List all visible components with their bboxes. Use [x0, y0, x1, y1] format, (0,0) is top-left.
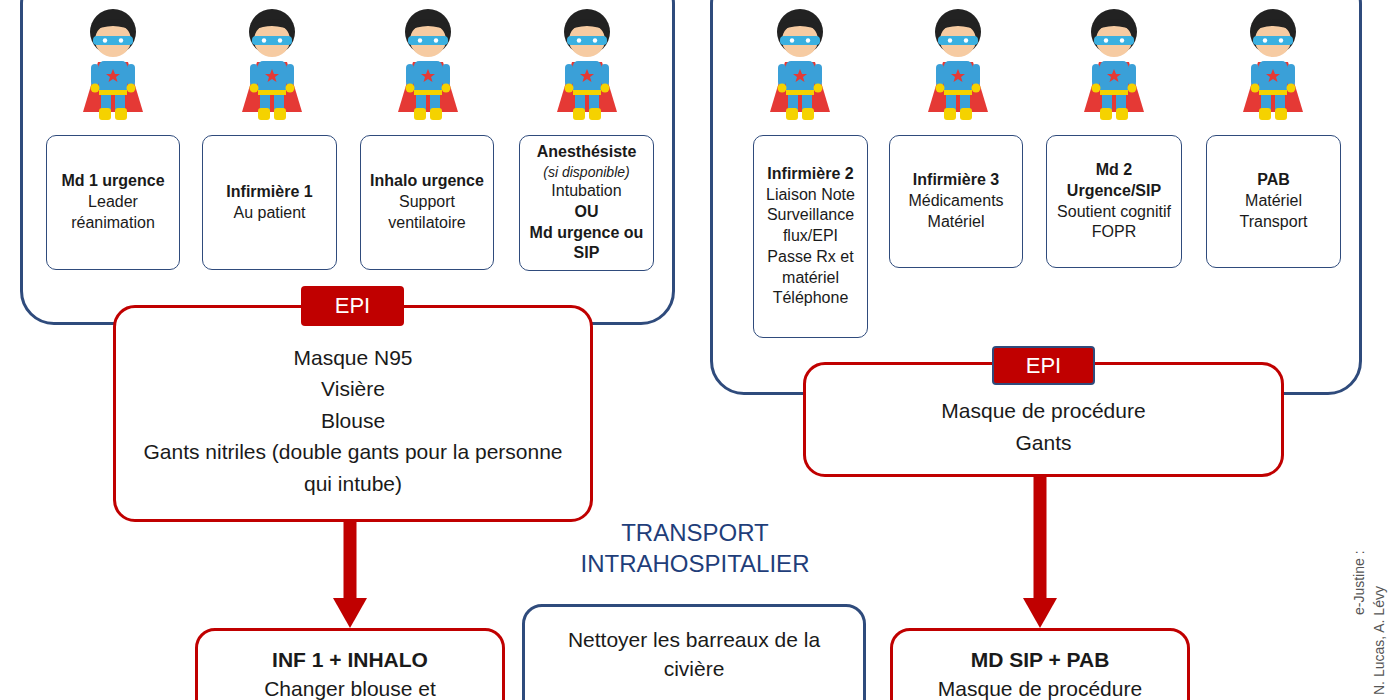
box-heading: MD SIP + PAB: [971, 645, 1110, 674]
box-text: Visière: [321, 373, 385, 405]
box-heading: Md urgence ou SIP: [525, 223, 648, 265]
group-panel: Infirmière 2Liaison Note Surveillance fl…: [710, 0, 1362, 395]
role-box: Md 1 urgenceLeader réanimation: [46, 135, 180, 270]
box-text: Intubation: [551, 181, 621, 202]
arrow-shaft: [1034, 477, 1047, 600]
flow-arrow: [333, 522, 367, 628]
box-text: Support ventilatoire: [366, 192, 488, 234]
ppe-box: EPIMasque de procédureGants: [803, 362, 1284, 477]
role-box: Infirmière 1Au patient: [202, 135, 337, 270]
arrow-head: [1023, 598, 1057, 628]
box-text: Masque N95: [293, 342, 412, 374]
ppe-tab: EPI: [992, 346, 1095, 385]
box-text: Leader réanimation: [52, 192, 174, 234]
box-text: Matériel Transport: [1212, 191, 1335, 233]
box-heading: PAB: [1257, 170, 1290, 191]
box-heading: Infirmière 2: [767, 164, 853, 185]
box-text: Masque de procédure: [941, 395, 1145, 427]
credit-note: N. Lucas, A. Lévy: [1370, 586, 1388, 695]
box-text: Médicaments Matériel: [895, 191, 1017, 233]
box-text: Nettoyer les barreaux de la civière: [555, 625, 833, 684]
box-text: Masque de procédure: [938, 674, 1142, 700]
group-panel: Md 1 urgenceLeader réanimationInfirmière…: [20, 0, 675, 325]
ppe-box: EPIMasque N95VisièreBlouseGants nitriles…: [113, 305, 593, 522]
arrow-head: [333, 598, 367, 628]
box-heading: Inhalo urgence: [370, 171, 484, 192]
box-heading: Md 2 Urgence/SIP: [1052, 160, 1176, 202]
box-heading: Infirmière 3: [913, 170, 999, 191]
box-text: Gants nitriles (double gants pour la per…: [136, 436, 570, 499]
box-heading: Infirmière 1: [226, 182, 312, 203]
role-box: Inhalo urgenceSupport ventilatoire: [360, 135, 494, 270]
role-box: Infirmière 3Médicaments Matériel: [889, 135, 1023, 268]
box-heading: Md 1 urgence: [61, 171, 164, 192]
box-text: Gants: [1015, 427, 1071, 459]
credit-note: e-Justine :: [1350, 550, 1368, 615]
box-heading: INF 1 + INHALO: [272, 645, 428, 674]
box-text: Soutient cognitif FOPR: [1052, 202, 1176, 244]
role-box: Md 2 Urgence/SIPSoutient cognitif FOPR: [1046, 135, 1182, 268]
step-box: INF 1 + INHALOChanger blouse et: [195, 628, 505, 700]
step-box: MD SIP + PABMasque de procédure: [890, 628, 1190, 700]
section-title: TRANSPORT INTRAHOSPITALIER: [555, 517, 835, 579]
step-box: Nettoyer les barreaux de la civière: [522, 604, 866, 700]
arrow-shaft: [344, 522, 357, 600]
box-heading: OU: [575, 202, 599, 223]
role-box: Infirmière 2Liaison Note Surveillance fl…: [753, 135, 868, 338]
box-text: Blouse: [321, 405, 385, 437]
box-text: (si disponible): [543, 163, 629, 181]
box-text: Au patient: [233, 203, 305, 224]
flow-arrow: [1023, 477, 1057, 628]
role-box: Anesthésiste(si disponible)IntubationOUM…: [519, 135, 654, 271]
role-box: PABMatériel Transport: [1206, 135, 1341, 268]
box-text: Changer blouse et: [264, 674, 436, 700]
box-text: Liaison Note Surveillance flux/EPI Passe…: [759, 185, 862, 310]
ppe-tab: EPI: [301, 286, 404, 326]
box-heading: Anesthésiste: [537, 142, 637, 163]
